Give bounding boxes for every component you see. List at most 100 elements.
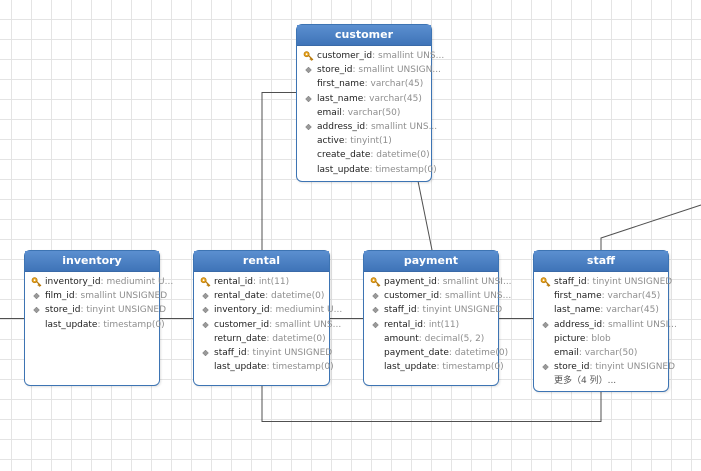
table-inventory[interactable]: inventory inventory_id: mediumint U...fi…: [24, 250, 173, 386]
column-row[interactable]: inventory_id: mediumint U...: [25, 275, 173, 289]
column-row[interactable]: address_id: smallint UNSI...: [534, 318, 677, 332]
column-list: rental_id: int(11)rental_date: datetime(…: [194, 272, 342, 374]
column-type: : mediumint U...: [100, 277, 174, 287]
column-type: : decimal(5, 2): [418, 333, 485, 344]
index-icon: [370, 318, 381, 332]
column-row[interactable]: staff_id: tinyint UNSIGNED: [364, 303, 502, 317]
index-icon: [200, 318, 211, 332]
column-type: : datetime(0): [265, 291, 325, 302]
column-name: last_update: [45, 319, 98, 330]
column-type: : smallint UNSI...: [602, 319, 677, 330]
column-type: : smallint UNSI...: [436, 277, 512, 287]
index-icon: [303, 63, 314, 77]
column-name: inventory_id: [214, 305, 270, 316]
relationship-line-staff-offscreen: [600, 204, 701, 250]
column-row[interactable]: store_id: tinyint UNSIGNED: [534, 360, 675, 374]
column-row[interactable]: payment_id: smallint UNSI...: [364, 275, 512, 289]
column-name: amount: [384, 333, 419, 344]
primary-key-icon: [303, 49, 314, 63]
column-type: : smallint UNSIGN...: [352, 65, 441, 76]
column-list: inventory_id: mediumint U...film_id: sma…: [25, 272, 173, 332]
column-name: staff_id: [554, 277, 587, 287]
column-name: store_id: [45, 305, 81, 316]
column-row[interactable]: first_name: varchar(45): [534, 289, 668, 303]
column-type: : varchar(45): [601, 291, 661, 302]
column-name: rental_id: [214, 277, 254, 287]
column-type: : timestamp(0): [97, 319, 165, 330]
column-row[interactable]: customer_id: smallint UNS...: [364, 289, 511, 303]
column-row[interactable]: create_date: datetime(0): [297, 148, 431, 162]
column-row[interactable]: rental_id: int(11): [364, 318, 498, 332]
relationship-line-customer-payment: [417, 180, 433, 251]
column-type: : tinyint UNSIGNED: [589, 362, 676, 373]
table-title: inventory: [25, 251, 159, 272]
column-row[interactable]: last_name: varchar(45): [297, 92, 431, 106]
column-name: last_update: [214, 362, 267, 373]
column-type: : timestamp(0): [436, 362, 504, 373]
column-name: rental_date: [214, 291, 266, 302]
column-name: rental_id: [384, 319, 424, 330]
column-row[interactable]: first_name: varchar(45): [297, 77, 431, 91]
column-name: create_date: [317, 150, 371, 161]
column-row[interactable]: payment_date: datetime(0): [364, 346, 508, 360]
column-row[interactable]: last_update: timestamp(0): [25, 318, 165, 332]
column-type: : varchar(45): [363, 93, 422, 104]
table-rental[interactable]: rental rental_id: int(11)rental_date: da…: [193, 250, 342, 386]
column-type: : blob: [585, 333, 611, 344]
column-row[interactable]: staff_id: tinyint UNSIGNED: [194, 346, 332, 360]
primary-key-icon: [200, 275, 211, 289]
index-icon: [303, 92, 314, 106]
column-name: film_id: [45, 291, 75, 302]
column-type: : tinyint UNSIGNED: [246, 347, 333, 358]
column-row[interactable]: email: varchar(50): [534, 346, 668, 360]
column-type: : int(11): [253, 277, 290, 287]
column-row[interactable]: last_update: timestamp(0): [194, 360, 334, 374]
column-name: first_name: [554, 291, 602, 302]
column-name: customer_id: [317, 51, 373, 61]
column-row[interactable]: last_name: varchar(45): [534, 303, 668, 317]
column-name: address_id: [317, 121, 366, 132]
table-payment[interactable]: payment payment_id: smallint UNSI...cust…: [363, 250, 512, 386]
index-icon: [200, 346, 211, 360]
column-type: : timestamp(0): [369, 164, 437, 175]
column-row[interactable]: return_date: datetime(0): [194, 332, 329, 346]
column-row[interactable]: store_id: tinyint UNSIGNED: [25, 303, 166, 317]
column-row[interactable]: rental_date: datetime(0): [194, 289, 329, 303]
index-icon: [31, 303, 42, 317]
column-name: active: [317, 136, 345, 147]
index-icon: [370, 303, 381, 317]
column-row[interactable]: last_update: timestamp(0): [364, 360, 504, 374]
table-title: payment: [364, 251, 498, 272]
column-type: : smallint UNS...: [372, 51, 445, 61]
column-row[interactable]: staff_id: tinyint UNSIGNED: [534, 275, 672, 289]
column-row[interactable]: active: tinyint(1): [297, 134, 431, 148]
index-icon: [31, 289, 42, 303]
column-row[interactable]: store_id: smallint UNSIGN...: [297, 63, 441, 77]
column-type: : tinyint UNSIGNED: [80, 305, 167, 316]
primary-key-icon: [31, 275, 42, 289]
column-name: last_name: [554, 305, 601, 316]
column-row[interactable]: address_id: smallint UNS...: [297, 120, 437, 134]
column-name: last_update: [317, 164, 370, 175]
column-name: customer_id: [384, 291, 440, 302]
more-columns-link[interactable]: 更多（4 列）...: [534, 374, 668, 388]
index-icon: [540, 318, 551, 332]
column-row[interactable]: email: varchar(50): [297, 106, 431, 120]
column-row[interactable]: film_id: smallint UNSIGNED: [25, 289, 167, 303]
column-row[interactable]: amount: decimal(5, 2): [364, 332, 498, 346]
column-row[interactable]: customer_id: smallint UNS...: [194, 318, 341, 332]
table-customer[interactable]: customer customer_id: smallint UNS...sto…: [296, 24, 444, 182]
column-row[interactable]: last_update: timestamp(0): [297, 163, 437, 177]
column-name: customer_id: [214, 319, 270, 330]
column-row[interactable]: rental_id: int(11): [194, 275, 329, 289]
column-row[interactable]: picture: blob: [534, 332, 668, 346]
column-list: customer_id: smallint UNS...store_id: sm…: [297, 46, 444, 177]
column-row[interactable]: customer_id: smallint UNS...: [297, 49, 444, 63]
table-title: rental: [194, 251, 329, 272]
column-type: : smallint UNS...: [439, 291, 512, 302]
column-type: : varchar(50): [341, 107, 401, 118]
column-type: : mediumint U...: [269, 305, 343, 316]
column-row[interactable]: inventory_id: mediumint U...: [194, 303, 342, 317]
